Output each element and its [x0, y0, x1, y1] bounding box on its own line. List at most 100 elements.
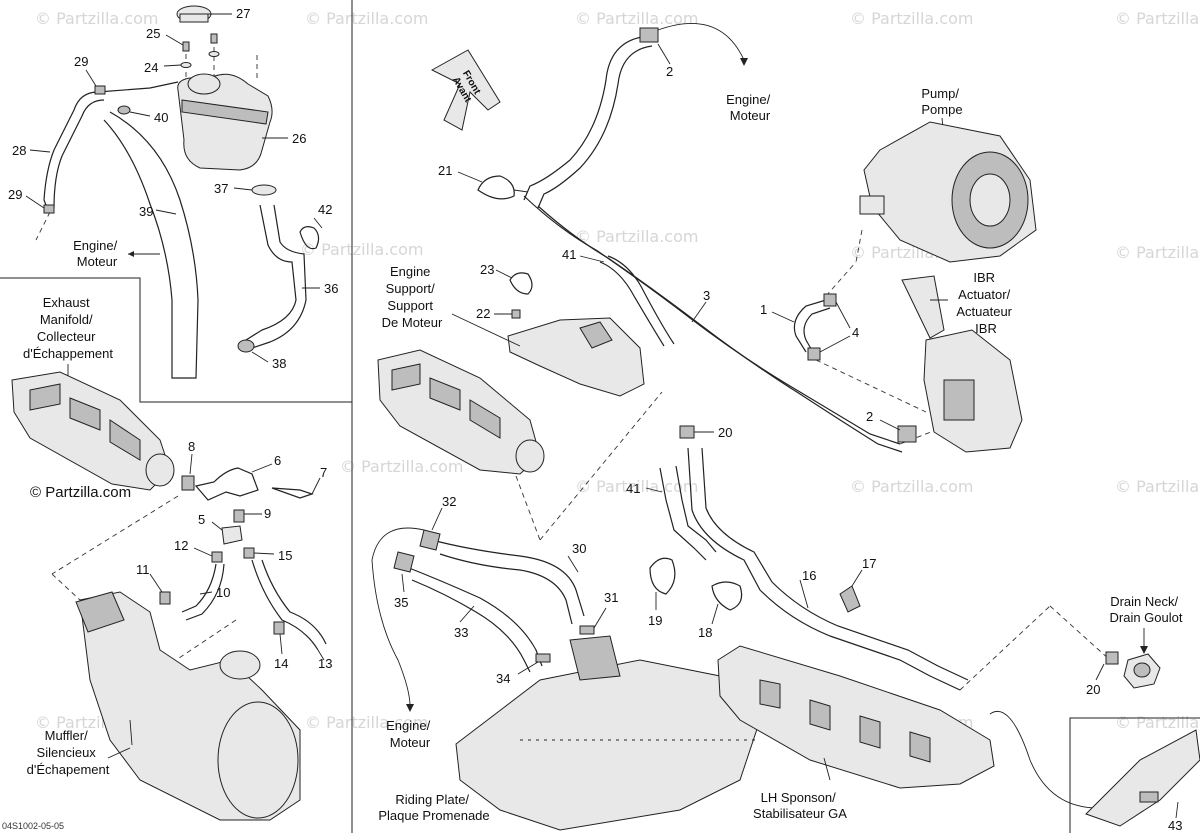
callout-31: 31: [604, 590, 618, 605]
clamp-35: [393, 551, 415, 573]
ibr-bracket: [901, 275, 945, 339]
sponson-ribs: [759, 679, 931, 763]
callout-29a: 29: [74, 54, 88, 69]
callout-14: 14: [274, 656, 288, 671]
leader-line: [165, 34, 184, 46]
lh-sponson: [717, 645, 995, 789]
assembly-line: [825, 261, 857, 297]
clamp-4b: [807, 347, 821, 361]
screw-25: [182, 41, 190, 52]
callout-41b: 41: [626, 481, 640, 496]
exhaust-callouts: 8 6 7 9 5 12 15 11 10 14 13: [136, 439, 332, 671]
drain-neck-bore: [1133, 662, 1151, 678]
engine-support-mount: [579, 321, 613, 349]
callout-13: 13: [318, 656, 332, 671]
hose-36: [245, 204, 297, 341]
assembly-line: [515, 475, 541, 541]
watermark-text: © Partzilla.com: [1115, 243, 1200, 262]
assembly-line: [959, 605, 1051, 691]
engine-support: [507, 317, 645, 397]
reservoir-band: [181, 99, 269, 125]
callout-19: 19: [648, 613, 662, 628]
main-hose-group: Front Avant Engine/ Moteur: [377, 23, 937, 541]
leader-line: [823, 757, 831, 781]
hose-36-edge: [251, 204, 307, 349]
callout-39: 39: [139, 204, 153, 219]
leader-line: [251, 463, 273, 473]
clamp-42: [299, 226, 320, 250]
hose-upper-edge: [537, 45, 653, 209]
callout-20b: 20: [1086, 682, 1100, 697]
callout-26: 26: [292, 131, 306, 146]
leader-line: [459, 605, 475, 623]
callout-24: 24: [144, 60, 158, 75]
center-top-callouts: 2 21 41 23 3 22 1 4 2: [438, 64, 873, 424]
callout-2b: 2: [866, 409, 873, 424]
front-arrow-icon: [430, 49, 501, 131]
callout-10: 10: [216, 585, 230, 600]
callout-36: 36: [324, 281, 338, 296]
hose-30: [431, 539, 585, 617]
clamp-11: [159, 591, 171, 605]
callout-30: 30: [572, 541, 586, 556]
hose-13: [251, 559, 319, 651]
leader-line: [879, 419, 901, 431]
callout-34: 34: [496, 671, 510, 686]
leader-line: [457, 171, 483, 183]
clamp-4a: [823, 293, 837, 307]
callout-8: 8: [188, 439, 195, 454]
leader-line: [851, 569, 863, 587]
arrow-head-icon: [406, 704, 414, 712]
clamp-20b: [1105, 651, 1119, 665]
hose-28-top: [97, 81, 179, 93]
inset-fitting: [1139, 791, 1159, 803]
callout-4: 4: [852, 325, 859, 340]
leader-line: [593, 607, 607, 629]
leader-line: [819, 335, 851, 353]
arrow-head-icon: [1140, 646, 1148, 654]
hose-41-lower: [659, 467, 707, 561]
hose-16-edge: [701, 447, 969, 681]
washer-24b: [208, 51, 220, 57]
leader-line: [657, 43, 671, 65]
label-ibr: IBR Actuator/ Actuateur IBR: [956, 270, 1015, 336]
callout-15: 15: [278, 548, 292, 563]
assembly-line: [51, 573, 81, 601]
ibr-module: [943, 379, 975, 421]
clamp-32: [419, 529, 441, 551]
leader-line: [253, 552, 275, 555]
assembly-line: [855, 229, 863, 263]
drain-inset-frame: [1069, 717, 1200, 833]
leader-line: [495, 269, 513, 279]
leader-line: [85, 69, 97, 87]
watermark-text: © Partzilla.com: [850, 9, 973, 28]
callout-32: 32: [442, 494, 456, 509]
leader-line: [25, 195, 45, 209]
leader-line: [311, 477, 321, 495]
callout-16: 16: [802, 568, 816, 583]
manifold-outlet: [145, 453, 175, 487]
assembly-line: [539, 391, 663, 541]
leader-line: [513, 189, 529, 193]
clamp-2-top: [639, 27, 659, 43]
assembly-line: [175, 619, 237, 661]
callout-25: 25: [146, 26, 160, 41]
label-engine-top: Engine/ Moteur: [726, 92, 774, 123]
muffler-inlet: [219, 650, 261, 680]
screw-25b: [210, 33, 218, 44]
leader-line: [645, 487, 663, 493]
hose-10-edge: [185, 563, 225, 621]
leader-line: [1175, 801, 1179, 819]
clamp-19: [649, 557, 676, 595]
clamp-14: [273, 621, 285, 635]
label-muffler: Muffler/ Silencieux d'Échapement: [27, 728, 110, 777]
leader-line: [155, 209, 177, 215]
watermark-main: © Partzilla.com: [30, 484, 131, 501]
clamp-18: [711, 581, 743, 611]
hose-13-edge: [261, 559, 327, 645]
drain-neck-group: Drain Neck/ Drain Goulot: [1085, 594, 1200, 827]
clamp-37: [251, 184, 277, 196]
nut-22: [511, 309, 521, 319]
callout-21: 21: [438, 163, 452, 178]
